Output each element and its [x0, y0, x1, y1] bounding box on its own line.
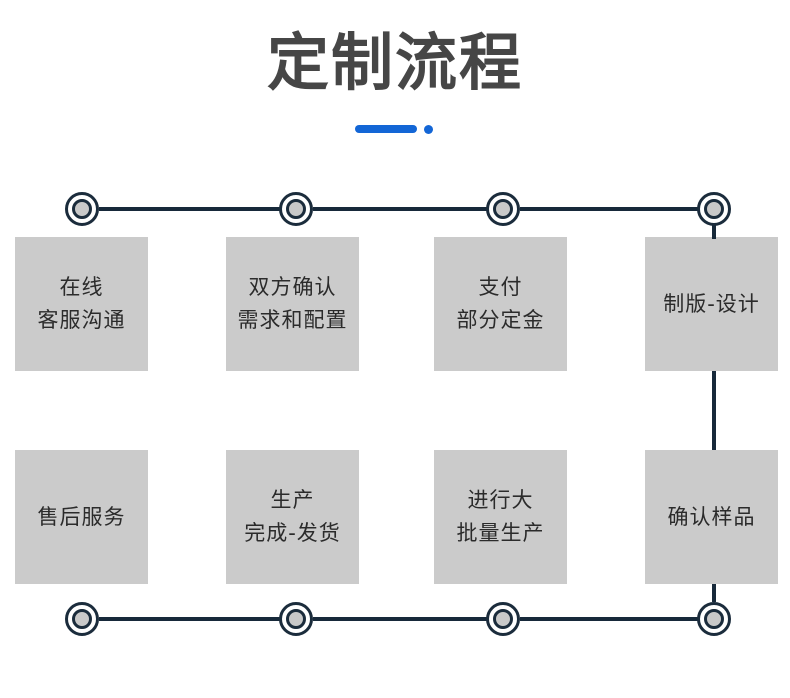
step-box-production-shipping[interactable]: 生产 完成-发货	[226, 450, 359, 584]
step-box-after-sales[interactable]: 售后服务	[15, 450, 148, 584]
step-box-pay-deposit[interactable]: 支付 部分定金	[434, 237, 567, 371]
step-label-line-1: 双方确认	[248, 275, 337, 299]
node-top-2	[279, 192, 313, 226]
step-label-line-2: 批量生产	[456, 521, 545, 545]
underline-bar	[355, 125, 417, 133]
step-label-line-1: 在线	[59, 275, 104, 299]
underline-dot	[424, 125, 433, 134]
step-label-line-1: 进行大	[467, 488, 534, 512]
step-label-line-1: 生产	[270, 488, 315, 512]
step-label-line-1: 支付	[478, 275, 523, 299]
connector-line-node4-down	[712, 225, 716, 239]
node-top-1	[65, 192, 99, 226]
step-label-line-2: 完成-发货	[244, 521, 341, 545]
node-bottom-4	[697, 602, 731, 636]
node-bottom-2	[279, 602, 313, 636]
step-box-confirm-sample[interactable]: 确认样品	[645, 450, 778, 584]
step-label-line-1: 制版-设计	[663, 291, 760, 316]
step-box-confirm-requirements[interactable]: 双方确认 需求和配置	[226, 237, 359, 371]
connector-line-bottom-1	[99, 617, 280, 621]
step-label-line-2: 需求和配置	[237, 308, 348, 332]
connector-line-right-vertical	[712, 371, 716, 451]
node-bottom-3	[486, 602, 520, 636]
connector-line-node8-up	[712, 582, 716, 602]
node-top-3	[486, 192, 520, 226]
node-bottom-1	[65, 602, 99, 636]
step-label-line-1: 售后服务	[37, 504, 126, 529]
connector-line-top-3	[520, 207, 698, 211]
connector-line-top-2	[313, 207, 487, 211]
step-label-line-2: 部分定金	[456, 308, 545, 332]
connector-line-bottom-3	[520, 617, 698, 621]
step-label-line-1: 确认样品	[667, 504, 756, 529]
title-block: 定制流程	[0, 24, 790, 102]
connector-line-top-1	[99, 207, 280, 211]
connector-line-bottom-2	[313, 617, 487, 621]
step-box-platemaking-design[interactable]: 制版-设计	[645, 237, 778, 371]
step-label-line-2: 客服沟通	[37, 308, 126, 332]
page-title: 定制流程	[266, 26, 523, 99]
step-box-online-service[interactable]: 在线 客服沟通	[15, 237, 148, 371]
title-underline	[0, 124, 790, 136]
step-box-mass-production[interactable]: 进行大 批量生产	[434, 450, 567, 584]
node-top-4	[697, 192, 731, 226]
